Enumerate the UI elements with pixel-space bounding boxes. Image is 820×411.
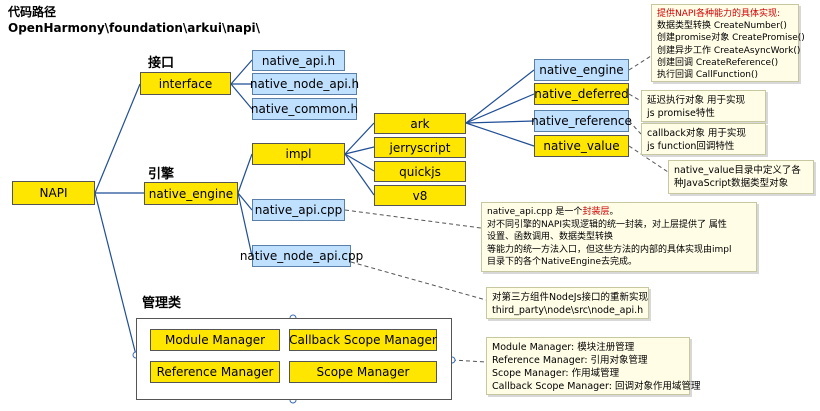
node-module-manager[interactable]: Module Manager bbox=[150, 329, 280, 351]
note-node-api-line: 对第三方组件NodeJs接口的重新实现 bbox=[492, 292, 649, 303]
note-api-cpp-first-line: native_api.cpp 是一个封装层。 bbox=[487, 206, 751, 219]
note-managers: Module Manager: 模块注册管理 Reference Manager… bbox=[486, 337, 701, 395]
edge-napi-managers bbox=[94, 192, 137, 356]
dash-api-cpp-note bbox=[344, 209, 482, 229]
node-reference-manager[interactable]: Reference Manager bbox=[150, 361, 280, 383]
node-callback-scope-manager[interactable]: Callback Scope Manager bbox=[289, 329, 437, 351]
note-engine-capabilities: 提供NAPI各种能力的具体实现: 数据类型转换 CreateNumber() 创… bbox=[651, 4, 805, 82]
edge-engine-node-api-cpp bbox=[237, 192, 253, 257]
note-api-cpp: native_api.cpp 是一个封装层。 对不同引擎的NAPI实现逻辑的统一… bbox=[481, 202, 757, 272]
dash-engine-note bbox=[628, 55, 652, 71]
section-label-managers: 管理类 bbox=[142, 296, 182, 311]
edge-impl-quickjs bbox=[344, 153, 375, 172]
edge-ark-value bbox=[465, 122, 535, 147]
dash-value-note bbox=[628, 145, 669, 173]
node-jerryscript[interactable]: jerryscript bbox=[374, 137, 466, 158]
edge-engine-api-cpp bbox=[237, 192, 253, 211]
note-managers-line: Scope Manager: 作用域管理 bbox=[492, 368, 620, 379]
dash-deferred-note bbox=[628, 93, 642, 102]
note-engine-line: 创建回调 CreateReference() bbox=[657, 57, 779, 68]
note-value-line: native_value目录中定义了各 bbox=[674, 165, 801, 176]
node-v8[interactable]: v8 bbox=[374, 185, 466, 206]
node-ark-native-engine[interactable]: native_engine bbox=[534, 59, 629, 81]
note-reference-line: js function回调特性 bbox=[647, 141, 735, 152]
edge-interface-api-h bbox=[230, 59, 253, 85]
code-path-heading: 代码路径 bbox=[8, 5, 57, 19]
note-node-api-cpp: 对第三方组件NodeJs接口的重新实现 third_party\node\src… bbox=[486, 287, 649, 319]
node-quickjs[interactable]: quickjs bbox=[374, 161, 466, 182]
node-native-node-api-h[interactable]: native_node_api.h bbox=[250, 73, 359, 95]
note-reference: callback对象 用于实现 js function回调特性 bbox=[641, 123, 766, 155]
code-path-value: OpenHarmony\foundation\arkui\napi\ bbox=[8, 21, 261, 35]
node-napi[interactable]: NAPI bbox=[12, 181, 95, 205]
note-value: native_value目录中定义了各 种JavaScript数据类型对象 bbox=[668, 160, 814, 194]
node-native-node-api-cpp[interactable]: native_node_api.cpp bbox=[240, 245, 363, 267]
node-native-value[interactable]: native_value bbox=[534, 135, 629, 157]
edge-ark-deferred bbox=[465, 93, 535, 124]
note-deferred: 延迟执行对象 用于实现 js promise特性 bbox=[641, 90, 766, 122]
note-managers-line: Module Manager: 模块注册管理 bbox=[492, 342, 635, 353]
note-reference-line: callback对象 用于实现 bbox=[647, 128, 746, 139]
section-label-interface: 接口 bbox=[148, 56, 175, 71]
node-native-api-cpp[interactable]: native_api.cpp bbox=[252, 199, 345, 221]
dash-managers-note bbox=[451, 359, 487, 363]
edge-impl-v8 bbox=[344, 153, 375, 196]
note-engine-line: 执行回调 CallFunction() bbox=[657, 70, 758, 81]
node-native-api-h[interactable]: native_api.h bbox=[252, 50, 345, 71]
node-native-deferred[interactable]: native_deferred bbox=[534, 83, 629, 105]
edge-impl-ark bbox=[344, 122, 375, 155]
node-native-engine[interactable]: native_engine bbox=[144, 182, 238, 205]
dash-node-api-cpp-note bbox=[350, 261, 487, 301]
node-native-reference[interactable]: native_reference bbox=[531, 110, 632, 132]
note-api-cpp-line: 目录下的各个NativeEngine去完成。 bbox=[487, 257, 637, 268]
edge-impl-jerryscript bbox=[344, 146, 375, 155]
note-api-cpp-line: 等能力的统一方法入口，但这些方法的内部的具体实现由impl bbox=[487, 244, 732, 255]
note-deferred-line: js promise特性 bbox=[647, 108, 715, 119]
note-api-cpp-suffix: 。 bbox=[609, 207, 619, 217]
note-engine-line: 创建异步工作 CreateAsyncWork() bbox=[657, 45, 801, 56]
note-engine-heading: 提供NAPI各种能力的具体实现: bbox=[657, 9, 781, 19]
node-ark[interactable]: ark bbox=[374, 113, 466, 134]
edge-interface-common-h bbox=[230, 83, 253, 110]
note-api-cpp-line: 设置、函数调用、数据类型转换 bbox=[487, 232, 614, 243]
edge-ark-reference bbox=[465, 120, 535, 124]
edge-ark-native-engine bbox=[465, 69, 535, 124]
node-interface[interactable]: interface bbox=[140, 72, 231, 95]
dash-reference-note bbox=[628, 120, 642, 135]
note-engine-line: 数据类型转换 CreateNumber() bbox=[657, 21, 787, 32]
note-api-cpp-prefix: native_api.cpp 是一个 bbox=[487, 207, 583, 217]
note-managers-line: Reference Manager: 引用对象管理 bbox=[492, 355, 648, 366]
note-managers-line: Callback Scope Manager: 回调对象作用域管理 bbox=[492, 381, 701, 392]
note-value-line: 种JavaScript数据类型对象 bbox=[674, 178, 789, 189]
node-impl[interactable]: impl bbox=[252, 143, 345, 165]
edge-napi-interface bbox=[94, 83, 141, 194]
code-path-title: 代码路径 OpenHarmony\foundation\arkui\napi\ bbox=[8, 4, 260, 36]
note-node-api-line: third_party\node\src\node_api.h bbox=[492, 305, 644, 316]
note-api-cpp-line: 对不同引擎的NAPI实现逻辑的统一封装，对上层提供了 属性 bbox=[487, 219, 727, 230]
node-scope-manager[interactable]: Scope Manager bbox=[289, 361, 437, 383]
note-engine-line: 创建promise对象 CreatePromise() bbox=[657, 33, 805, 44]
node-native-common-h[interactable]: native_common.h bbox=[251, 98, 358, 120]
section-label-engine: 引擎 bbox=[148, 167, 175, 182]
note-deferred-line: 延迟执行对象 用于实现 bbox=[647, 95, 746, 106]
note-api-cpp-highlight: 封装层 bbox=[582, 207, 610, 217]
edge-engine-impl bbox=[237, 153, 253, 194]
